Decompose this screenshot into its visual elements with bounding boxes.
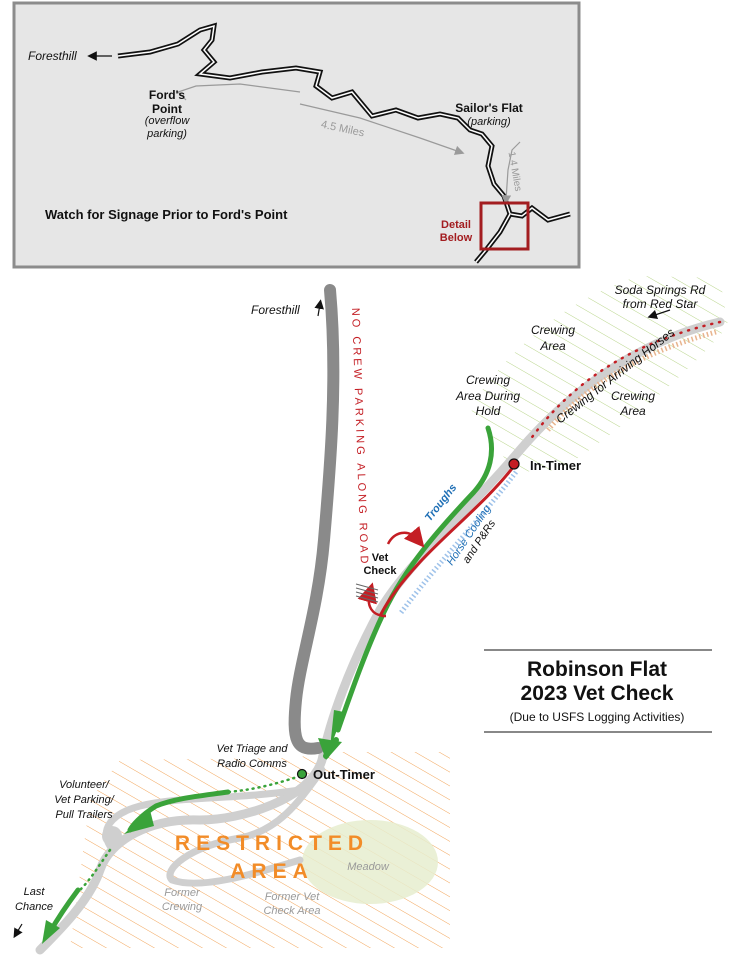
volunteer-line1: Volunteer/ [59,779,110,791]
vet-triage-line2: Radio Comms [217,758,287,770]
former-vet-1: Former Vet [265,891,321,903]
soda-springs-line1: Soda Springs Rd [615,283,706,297]
last-chance-arrow [13,923,23,939]
vet-check-lines [355,583,379,603]
foresthill-label: Foresthill [251,303,300,317]
inset-map: Foresthill Ford's Point (overflow parkin… [12,1,581,269]
vet-check-line2: Check [363,565,397,577]
restricted-line1: RESTRICTED [175,832,369,855]
crewing-area-top-1: Crewing [531,323,575,337]
inset-fords-line2: Point [152,102,182,116]
horse-cooling-hatch [397,470,518,616]
soda-springs-arrow [647,309,671,320]
access-roads [35,317,725,955]
crewing-hold-1: Crewing [466,373,510,387]
former-crewing-1: Former [164,887,201,899]
inset-fords-note1: (overflow [145,115,191,127]
vet-check-line1: Vet [372,552,389,564]
meadow-area [302,820,438,904]
foresthill-arrow [314,299,324,317]
foresthill-road [288,284,340,755]
inset-frame [12,1,581,269]
trail-dotted-last [78,848,112,892]
inset-road [117,22,571,264]
inset-fords-note2: parking) [146,128,187,140]
former-vet-2: Check Area [263,905,320,917]
out-timer-label: Out-Timer [313,767,375,782]
inset-detail-line2: Below [440,232,473,244]
last-chance-1: Last [24,886,46,898]
vet-arrow-top [386,525,425,548]
inset-sailors-note: (parking) [467,116,511,128]
crewing-area-right-1: Crewing [611,389,655,403]
inset-sailors-label: Sailor's Flat [455,101,523,115]
inset-arrow-fords-back [299,103,465,155]
volunteer-line2: Vet Parking/ [54,794,114,806]
title-line1: Robinson Flat [527,658,667,681]
trail-arrow-out [124,810,154,834]
trail-green-main [335,425,494,733]
former-crewing-2: Crewing [162,901,203,913]
in-timer-marker [508,458,520,470]
trail-green-out [127,789,231,833]
inset-foresthill-label: Foresthill [28,49,77,63]
inset-arrow-fords [176,83,301,101]
last-chance-2: Chance [15,901,53,913]
crewing-hold-2: Area During [455,389,520,403]
in-timer-label: In-Timer [530,458,581,473]
trail-dotted-out [226,774,302,794]
inset-detail-box [479,201,530,251]
inset-fords-line1: Ford's [149,88,186,102]
arriving-horses-hatch [546,329,717,432]
vet-lane-red [378,465,516,617]
restricted-line2: AREA [230,860,314,883]
title-line2: 2023 Vet Check [521,682,674,705]
crewing-hold-3: Hold [476,404,501,418]
trail-arrow-last [42,920,60,944]
no-crew-parking: NO CREW PARKING ALONG ROAD [349,308,370,567]
crewing-area-top-2: Area [539,339,566,353]
vet-triage-line1: Vet Triage and [217,743,289,755]
volunteer-line3: Pull Trailers [55,809,113,821]
title-line3: (Due to USFS Logging Activities) [510,710,685,724]
meadow-label: Meadow [347,861,390,873]
title-block: Robinson Flat 2023 Vet Check (Due to USF… [484,649,712,733]
trail-arrowtip-main [318,738,342,760]
crewing-area-right-2: Area [619,404,646,418]
inset-arrow-sailors [501,141,521,205]
inset-detail-line1: Detail [441,219,471,231]
out-timer-marker [296,768,308,780]
soda-springs-line2: from Red Star [623,297,699,311]
inset-signage: Watch for Signage Prior to Ford's Point [45,207,288,222]
